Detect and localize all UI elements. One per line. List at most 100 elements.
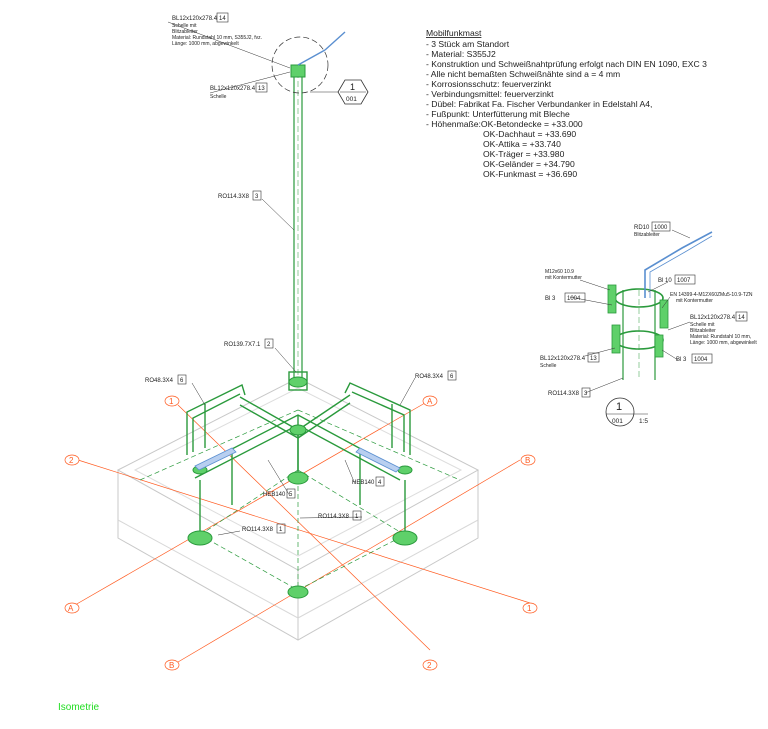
detail-ro114-name: RO114.3X8 — [548, 391, 580, 397]
bl12-13-desc: Schelle — [540, 363, 557, 369]
ro139-name: RO139.7X7.1 — [224, 342, 261, 348]
grid-label-2-left: 2 — [69, 456, 74, 465]
notes-line-3: - Konstruktion und Schweißnahtprüfung er… — [426, 59, 707, 69]
detail-view — [607, 231, 713, 380]
notes-height-2: OK-Attika = +33.740 — [483, 139, 561, 149]
top-clamp-desc-2: Blitzableiter — [172, 29, 198, 35]
ro48-left-name: RO48.3X4 — [145, 378, 174, 384]
detail-callout-sheet: 001 — [612, 418, 623, 425]
label-heb140-b: HEB140 4 — [352, 476, 385, 487]
notes-height-1: OK-Dachhaut = +33.690 — [483, 129, 576, 139]
top-clamp-name: BL12x120x278.4 — [172, 16, 218, 22]
label-ro114-b: RO114.3X8 1 — [318, 510, 362, 521]
grid-label-2-bottom: 2 — [427, 661, 432, 670]
grid-label-a-top: A — [427, 397, 433, 406]
mast-num: 3 — [255, 194, 259, 200]
detail-callout: 1 001 1:5 — [605, 397, 648, 427]
detail-ro114-num: 3 — [584, 391, 588, 397]
clamp13-desc: Schelle — [210, 94, 227, 100]
top-clamp-desc-3: Material: Rundstahl 10 mm, S355J2, fvz. — [172, 35, 262, 41]
notes-line-8: - Fußpunkt: Unterfütterung mit Bleche — [426, 109, 570, 119]
notes-height-5: OK-Funkmast = +36.690 — [483, 169, 577, 179]
bl12-14-desc-4: Länge: 1000 mm, abgewinkelt — [690, 340, 757, 346]
grid-label-a-left: A — [68, 604, 74, 613]
detail-callout-num: 1 — [616, 401, 622, 413]
label-ro48-right: RO48.3X4 6 — [415, 370, 457, 381]
mast-name: RO114.3X8 — [218, 194, 250, 200]
grid-label-1-top: 1 — [169, 397, 174, 406]
bl12-14-name: BL12x120x278.4 — [690, 315, 736, 321]
detail-callout-scale: 1:5 — [639, 418, 648, 425]
detail-leaders — [569, 229, 691, 394]
bl10-num: 1007 — [677, 278, 691, 284]
m12-desc: mit Kontermutter — [545, 275, 582, 281]
bl3b-num: 1004 — [694, 357, 708, 363]
detail-label-bl3-b: Bl 3 1004 — [676, 353, 713, 364]
notes-title: Mobilfunkmast — [426, 28, 482, 38]
callout-main-num: 1 — [350, 82, 355, 92]
heb140-b-num: 4 — [378, 480, 382, 486]
detail-label-bl12-13: BL12x120x278.4 13 Schelle — [540, 352, 600, 369]
ro48-left-num: 6 — [180, 378, 184, 384]
bl12-14-desc-2: Blitzableiter — [690, 328, 716, 334]
grid-bubbles — [64, 395, 538, 671]
clamp13-num: 13 — [258, 86, 265, 92]
grid-lines — [74, 402, 531, 663]
label-ro139: RO139.7X7.1 2 — [224, 338, 274, 349]
concrete-slab — [116, 377, 480, 641]
label-mast: RO114.3X8 3 — [218, 190, 262, 201]
clamp13-name: BL12x120x278.4 — [210, 86, 256, 92]
top-clamp-desc-4: Länge: 1000 mm, abgewinkelt — [172, 41, 239, 47]
ro139-num: 2 — [267, 342, 271, 348]
notes-height-4: OK-Geländer = +34.790 — [483, 159, 575, 169]
centerlines — [139, 409, 461, 591]
detail-label-en: EN 14399-4-M12X60ZMu5-10.9-TZN mit Konte… — [670, 292, 753, 304]
label-heb140-a: HEB140 5 — [263, 488, 296, 499]
label-ro114-a: RO114.3X8 1 — [242, 523, 286, 534]
detail-label-bl12-14: BL12x120x278.4 14 Schelle mit Blitzablei… — [690, 311, 757, 346]
notes-line-7: - Dübel: Fabrikat Fa. Fischer Verbundank… — [426, 99, 652, 109]
bl10-name: Bl 10 — [658, 278, 672, 284]
label-top-clamp: BL12x120x278.4 14 Schelle mit Blitzablei… — [172, 12, 262, 47]
bl12-13-name: BL12x120x278.4 — [540, 356, 586, 362]
steel-frame — [186, 382, 411, 535]
callout-main-sheet: 001 — [346, 96, 357, 103]
ro114-a-num: 1 — [279, 527, 283, 533]
rd10-name: RD10 — [634, 225, 650, 231]
detail-label-bl10: Bl 10 1007 — [658, 274, 696, 285]
heb140-b-name: HEB140 — [352, 480, 375, 486]
detail-label-m12: M12x60 10.9 mit Kontermutter — [545, 269, 582, 281]
bl3b-name: Bl 3 — [676, 357, 687, 363]
base-plates — [187, 376, 418, 599]
grid-label-b-bottom: B — [169, 661, 174, 670]
en-desc: mit Kontermutter — [676, 298, 713, 304]
ro114-a-name: RO114.3X8 — [242, 527, 274, 533]
grid-labels: 1 A 2 B A 1 B 2 — [68, 397, 532, 670]
m12-name: M12x60 10.9 — [545, 269, 574, 275]
mast — [288, 31, 346, 391]
bl12-14-desc-3: Material: Rundstahl 10 mm, — [690, 334, 751, 340]
label-clamp13: BL12x120x278.4 13 Schelle — [210, 82, 268, 100]
notes-block: Mobilfunkmast - 3 Stück am Standort - Ma… — [426, 28, 707, 179]
bl12-14-num: 14 — [738, 315, 745, 321]
ro48-right-name: RO48.3X4 — [415, 374, 444, 380]
label-ro48-left: RO48.3X4 6 — [145, 374, 187, 385]
view-title: Isometrie — [58, 702, 100, 713]
bl3a-num: 1004 — [567, 296, 581, 302]
bl12-13-num: 13 — [590, 356, 597, 362]
detail-circle — [271, 36, 329, 94]
ro48-right-num: 6 — [450, 374, 454, 380]
notes-line-6: - Verbindungsmittel: feuerverzinkt — [426, 89, 554, 99]
notes-line-1: - 3 Stück am Standort — [426, 39, 510, 49]
callout-main: 1 001 — [310, 79, 369, 105]
en-name: EN 14399-4-M12X60ZMu5-10.9-TZN — [670, 292, 753, 298]
top-clamp-desc-1: Schelle mit — [172, 23, 197, 29]
grid-label-1-right: 1 — [527, 604, 532, 613]
heb140-a-name: HEB140 — [263, 492, 286, 498]
bl3a-name: Bl 3 — [545, 296, 556, 302]
notes-line-5: - Korrosionsschutz: feuerverzinkt — [426, 79, 552, 89]
ro114-b-name: RO114.3X8 — [318, 514, 350, 520]
notes-line-9: - Höhenmaße:OK-Betondecke = +33.000 — [426, 119, 583, 129]
notes-line-4: - Alle nicht bemaßten Schweißnähte sind … — [426, 69, 620, 79]
